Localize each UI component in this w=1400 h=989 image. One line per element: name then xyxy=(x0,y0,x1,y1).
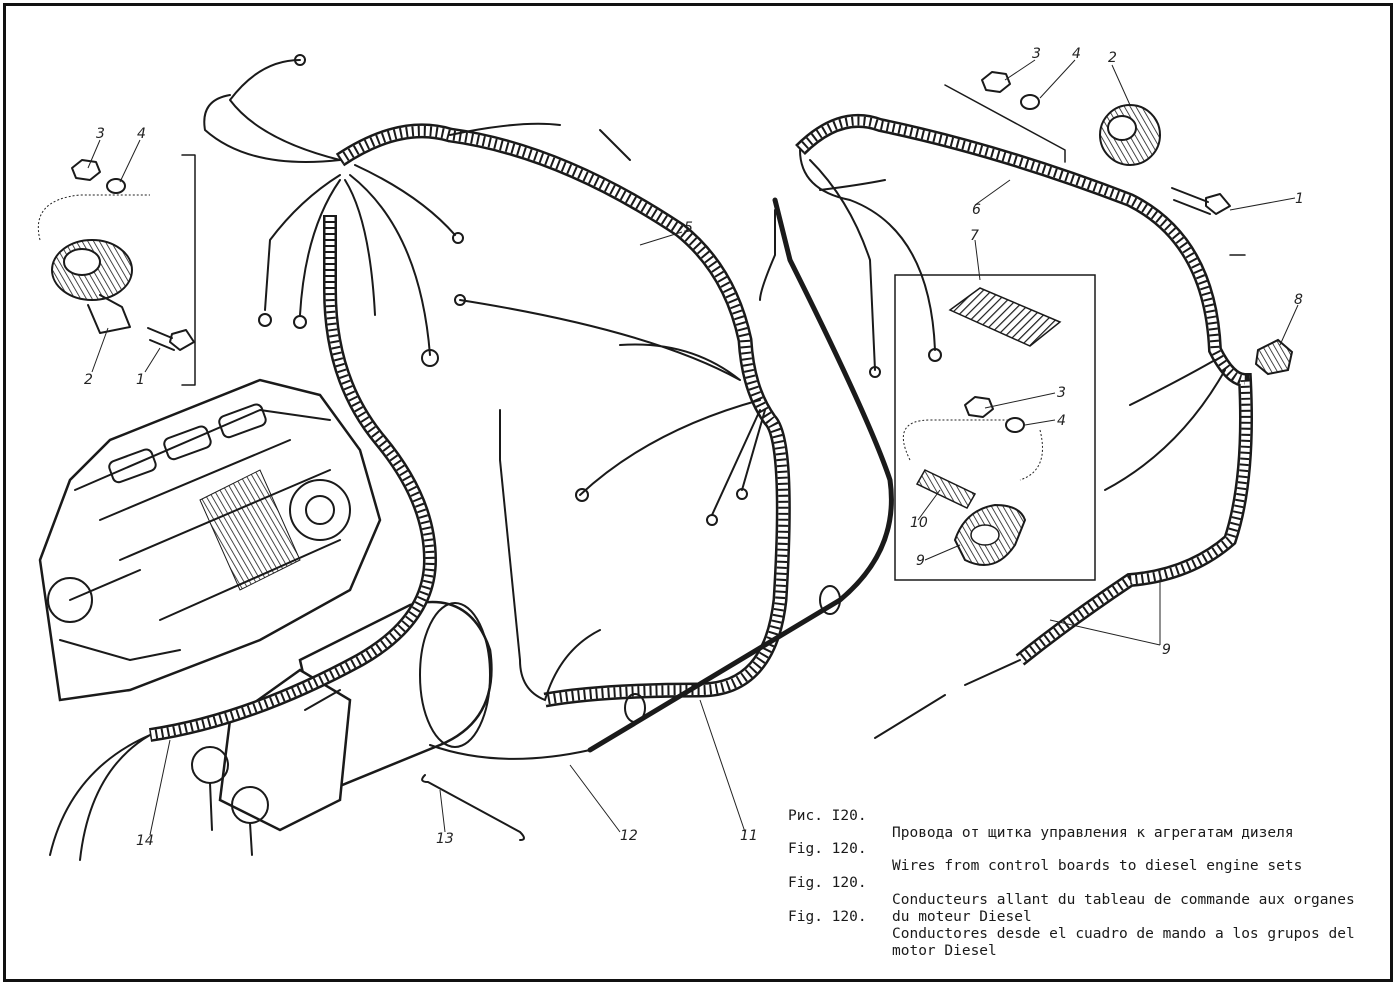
caption-text: Провода от щитка управления к агрегатам … xyxy=(892,825,1294,841)
caption-text: Conducteurs allant du tableau de command… xyxy=(892,892,1355,925)
caption-label: Fig. 120. xyxy=(788,875,867,891)
callout-right-1: 1 xyxy=(1295,191,1304,207)
callout-4: 4 xyxy=(1057,413,1066,429)
callout-right-3: 3 xyxy=(1032,46,1041,62)
left-hardware-group xyxy=(37,154,196,386)
nut-icon xyxy=(964,396,994,418)
page-frame xyxy=(3,3,1393,982)
callout-8: 8 xyxy=(1294,292,1303,308)
bolt-icon xyxy=(1171,187,1231,215)
caption-line-fr: Fig. 120. Conducteurs allant du tableau … xyxy=(788,858,1368,925)
rubber-pad-icon xyxy=(948,287,1062,347)
caption-label: Рис. I20. xyxy=(788,808,867,824)
sleeve-icon xyxy=(915,469,977,509)
callout-right-4: 4 xyxy=(1072,46,1081,62)
right-harness xyxy=(795,113,1253,739)
washer-icon xyxy=(1020,94,1040,110)
callout-9-detail: 9 xyxy=(916,553,925,569)
leader-lines xyxy=(87,59,1299,836)
callout-12: 12 xyxy=(620,828,638,844)
caption-text: Conductores desde el cuadro de mando a l… xyxy=(892,926,1355,959)
tubes xyxy=(429,197,894,760)
caption-line-ru: Рис. I20. Провода от щитка управления к … xyxy=(788,791,1368,841)
detail-box xyxy=(894,274,1096,581)
nut-icon xyxy=(981,71,1011,93)
washer-icon xyxy=(106,178,126,194)
caption-label: Fig. 120. xyxy=(788,841,867,857)
callout-11: 11 xyxy=(740,828,758,844)
callout-right-2: 2 xyxy=(1108,50,1117,66)
starter-motor-icon xyxy=(191,600,493,856)
callout-left-3: 3 xyxy=(96,126,105,142)
callout-9: 9 xyxy=(1162,642,1171,658)
engine-block-icon xyxy=(38,378,382,702)
callout-left-4: 4 xyxy=(137,126,146,142)
caption-text: Wires from control boards to diesel engi… xyxy=(892,858,1303,874)
callout-left-2: 2 xyxy=(84,372,93,388)
main-harness xyxy=(49,54,791,861)
nut-icon xyxy=(71,159,101,181)
cotter-pin-icon xyxy=(421,774,525,841)
caption-label: Fig. 120. xyxy=(788,909,867,925)
figure-caption: Рис. I20. Провода от щитка управления к … xyxy=(788,791,1368,959)
callout-labels: 3 4 2 1 3 4 2 1 5 6 7 8 3 4 10 9 9 14 13… xyxy=(84,46,1304,849)
callout-13: 13 xyxy=(436,831,454,847)
callout-10: 10 xyxy=(910,515,928,531)
caption-line-es: Fig. 120. Conductores desde el cuadro de… xyxy=(788,892,1368,959)
callout-7: 7 xyxy=(970,228,979,244)
callout-left-1: 1 xyxy=(136,372,145,388)
caption-line-en: Fig. 120. Wires from control boards to d… xyxy=(788,824,1368,874)
bolt-icon xyxy=(147,327,195,351)
callout-14: 14 xyxy=(136,833,154,849)
callout-3: 3 xyxy=(1057,385,1066,401)
cable-clip-icon xyxy=(1254,338,1294,376)
washer-icon xyxy=(1005,417,1025,433)
callout-6: 6 xyxy=(972,202,981,218)
callout-5: 5 xyxy=(684,220,693,236)
right-hardware-group xyxy=(944,71,1246,256)
